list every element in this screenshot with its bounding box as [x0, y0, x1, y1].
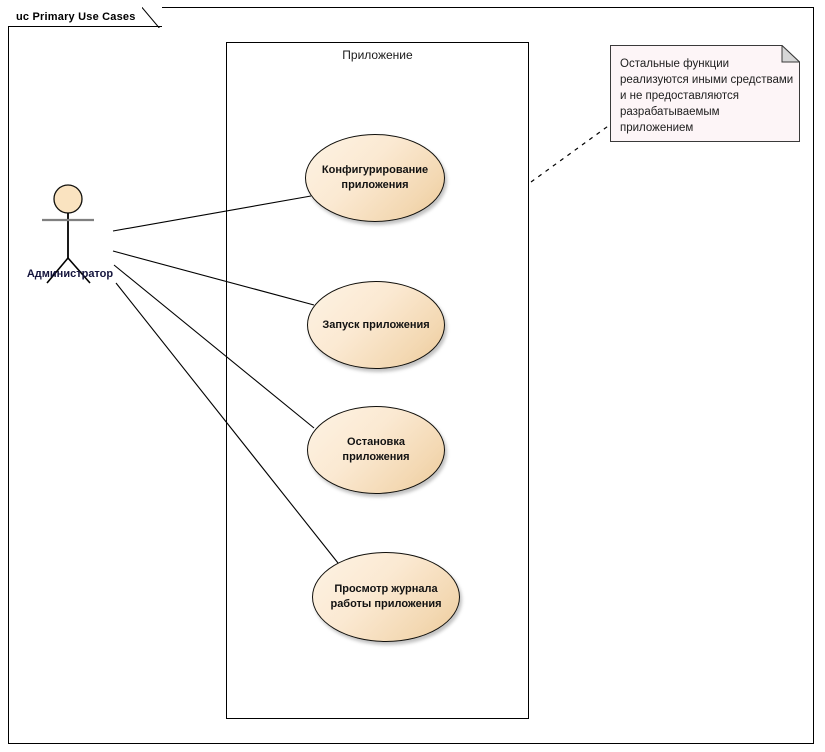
frame-tab-corner-cut: [142, 7, 162, 28]
actor-administrator[interactable]: [22, 183, 132, 288]
use-case-stop-label: Остановка приложения: [342, 436, 410, 463]
note-annotation[interactable]: Остальные функции реализуются иными сред…: [610, 45, 800, 142]
actor-label: Администратор: [26, 268, 114, 280]
diagram-frame: [8, 7, 814, 744]
actor-head-icon: [53, 184, 83, 214]
use-case-view-log-label: Просмотр журнала работы приложения: [330, 583, 442, 610]
actor-leg-right-line: [67, 257, 91, 284]
diagram-frame-label: uc Primary Use Cases: [16, 10, 136, 23]
actor-leg-left-line: [46, 257, 69, 284]
use-case-start[interactable]: Запуск приложения: [307, 281, 445, 369]
diagram-frame-tab: uc Primary Use Cases: [8, 7, 162, 27]
system-boundary-label: Приложение: [342, 48, 413, 62]
use-case-configure[interactable]: Конфигурирование приложения: [305, 134, 445, 222]
note-text: Остальные функции реализуются иными сред…: [620, 58, 794, 134]
note-body-shape: [610, 45, 800, 142]
use-case-view-log[interactable]: Просмотр журнала работы приложения: [312, 552, 460, 642]
note-folded-corner-icon: [781, 45, 800, 63]
use-case-stop[interactable]: Остановка приложения: [307, 406, 445, 494]
use-case-start-label: Запуск приложения: [322, 318, 430, 331]
use-case-configure-label: Конфигурирование приложения: [321, 164, 429, 191]
